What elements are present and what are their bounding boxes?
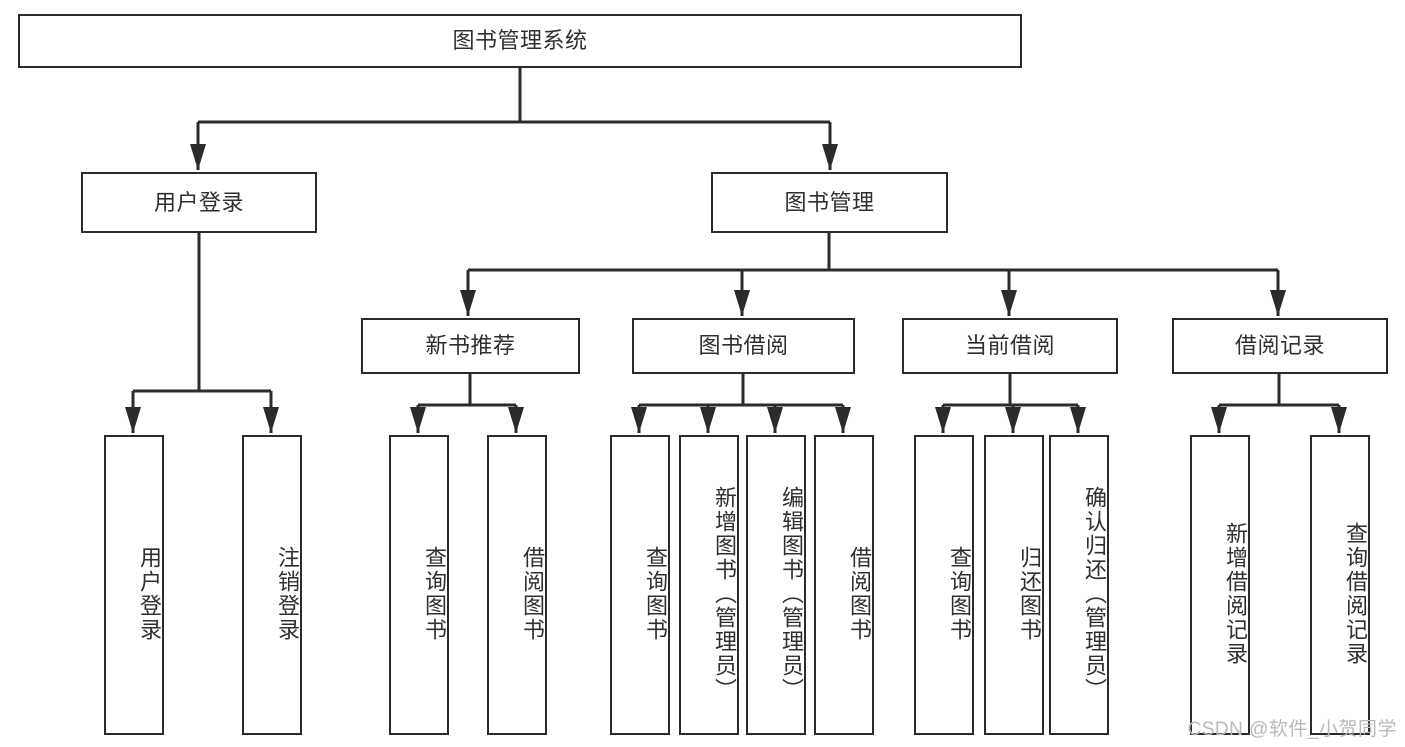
node-leaf-add-borrow-record-label: 新增借阅记录 bbox=[1223, 522, 1248, 666]
node-leaf-query-book-borrow-label: 查询图书 bbox=[643, 546, 668, 642]
node-leaf-query-book-recommend-label: 查询图书 bbox=[422, 546, 447, 642]
node-leaf-query-book-recommend[interactable]: 查询图书 bbox=[389, 435, 449, 735]
node-leaf-return-book-label: 归还图书 bbox=[1017, 546, 1042, 642]
node-leaf-confirm-return-admin-label: 确认归还（管理员） bbox=[1082, 486, 1107, 702]
node-book-borrow[interactable]: 图书借阅 bbox=[632, 318, 855, 374]
node-book-management[interactable]: 图书管理 bbox=[711, 172, 948, 233]
node-leaf-user-login[interactable]: 用户登录 bbox=[104, 435, 164, 735]
node-root[interactable]: 图书管理系统 bbox=[18, 14, 1022, 68]
node-leaf-return-book[interactable]: 归还图书 bbox=[984, 435, 1044, 735]
node-leaf-query-book-current-label: 查询图书 bbox=[947, 546, 972, 642]
node-leaf-edit-book-admin[interactable]: 编辑图书（管理员） bbox=[746, 435, 806, 735]
node-user-login-label: 用户登录 bbox=[153, 189, 244, 215]
node-leaf-query-book-current[interactable]: 查询图书 bbox=[914, 435, 974, 735]
node-leaf-logout-label: 注销登录 bbox=[275, 546, 300, 642]
node-leaf-borrow-book-recommend[interactable]: 借阅图书 bbox=[487, 435, 547, 735]
node-book-borrow-label: 图书借阅 bbox=[698, 333, 789, 359]
node-leaf-logout[interactable]: 注销登录 bbox=[242, 435, 302, 735]
node-leaf-user-login-label: 用户登录 bbox=[137, 546, 162, 642]
node-root-label: 图书管理系统 bbox=[452, 28, 588, 54]
node-current-borrow-label: 当前借阅 bbox=[964, 333, 1055, 359]
node-leaf-confirm-return-admin[interactable]: 确认归还（管理员） bbox=[1049, 435, 1109, 735]
node-leaf-query-borrow-record[interactable]: 查询借阅记录 bbox=[1310, 435, 1370, 735]
node-leaf-edit-book-admin-label: 编辑图书（管理员） bbox=[779, 486, 804, 702]
node-current-borrow[interactable]: 当前借阅 bbox=[902, 318, 1118, 374]
node-leaf-borrow-book-label: 借阅图书 bbox=[847, 546, 872, 642]
node-leaf-borrow-book-recommend-label: 借阅图书 bbox=[520, 546, 545, 642]
node-book-management-label: 图书管理 bbox=[784, 189, 875, 215]
csdn-watermark: CSDN @软件_小贺同学 bbox=[1187, 719, 1397, 740]
node-leaf-borrow-book[interactable]: 借阅图书 bbox=[814, 435, 874, 735]
node-leaf-query-book-borrow[interactable]: 查询图书 bbox=[610, 435, 670, 735]
node-user-login[interactable]: 用户登录 bbox=[81, 172, 317, 233]
node-borrow-record[interactable]: 借阅记录 bbox=[1172, 318, 1388, 374]
node-leaf-add-borrow-record[interactable]: 新增借阅记录 bbox=[1190, 435, 1250, 735]
node-new-book-recommend-label: 新书推荐 bbox=[425, 333, 516, 359]
node-leaf-add-book-admin[interactable]: 新增图书（管理员） bbox=[679, 435, 739, 735]
node-borrow-record-label: 借阅记录 bbox=[1234, 333, 1325, 359]
node-leaf-add-book-admin-label: 新增图书（管理员） bbox=[712, 486, 737, 702]
node-new-book-recommend[interactable]: 新书推荐 bbox=[361, 318, 580, 374]
node-leaf-query-borrow-record-label: 查询借阅记录 bbox=[1343, 522, 1368, 666]
